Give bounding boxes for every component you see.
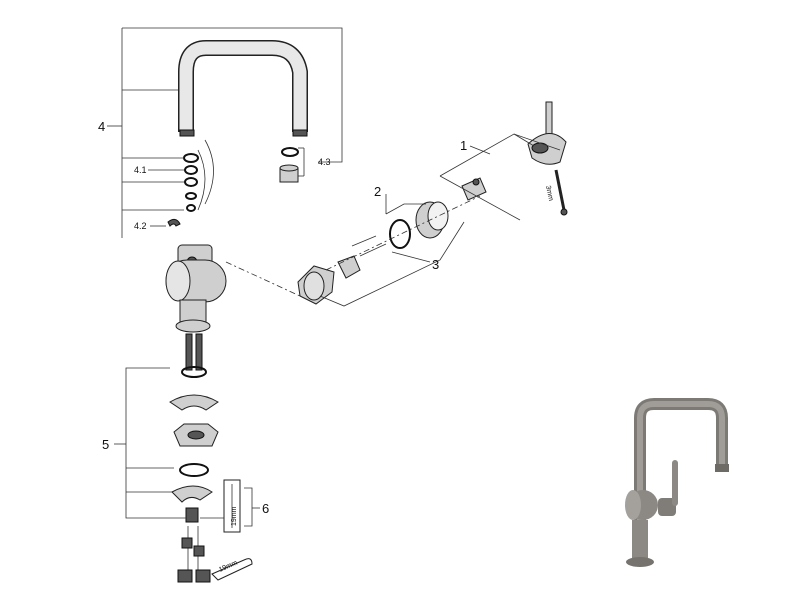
callout-3: 3 [432, 257, 439, 272]
retaining-clip [167, 218, 181, 227]
callout-6: 6 [262, 501, 269, 516]
spout-assembly [107, 27, 343, 238]
cartridge-assembly [297, 201, 449, 305]
spout-tube [178, 40, 308, 132]
callout-4-3: 4.3 [318, 157, 331, 167]
spout-thread-left [179, 129, 195, 137]
wrench-tool: 19mm [211, 558, 253, 581]
allen-key-dimension: 3mm [544, 185, 554, 202]
hex-key-dimension: 19mm [231, 506, 238, 526]
lever-handle [461, 101, 567, 201]
allen-key: 3mm [544, 169, 568, 216]
product-image [625, 398, 729, 567]
callout-4-2: 4.2 [134, 221, 147, 231]
callout-5: 5 [102, 437, 109, 452]
aerator [279, 147, 299, 183]
fixing-nut [171, 485, 213, 503]
callout-4: 4 [98, 119, 105, 134]
spout-thread-right [292, 129, 308, 137]
faucet-body [165, 244, 227, 333]
horseshoe-washer [169, 394, 219, 411]
callout-2: 2 [374, 184, 381, 199]
callout-4-1: 4.1 [134, 165, 147, 175]
mounting-set [169, 333, 219, 583]
callout-1: 1 [460, 138, 467, 153]
o-ring-stack [183, 153, 199, 212]
hex-key-tool: 19mm [223, 479, 241, 533]
